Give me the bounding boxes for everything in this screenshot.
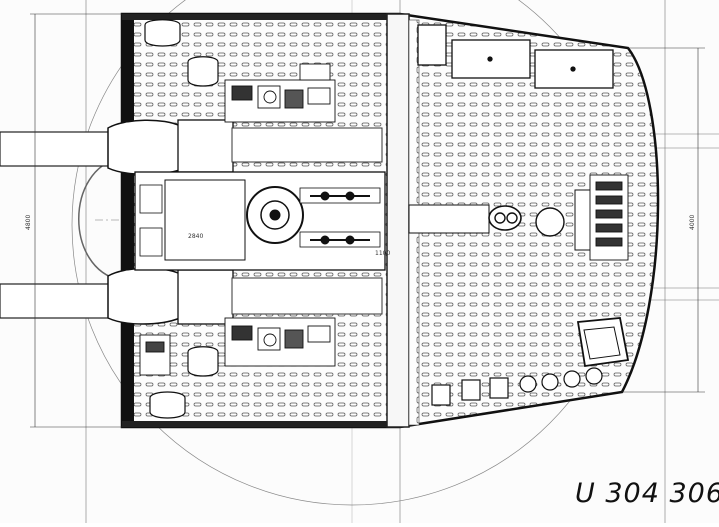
dim-label-inner: 2840 [188,233,203,240]
shell-rack [431,367,603,406]
breech-mechanism [134,171,386,271]
crew-seats [144,19,219,419]
machinery-upper [224,63,336,123]
center-bulkhead [386,13,410,428]
dim-label-left: 4800 [25,215,32,230]
top-wall [122,14,387,20]
ammunition-racks [417,24,614,89]
commander-seat [576,317,630,368]
front-wall-left [122,14,134,427]
bottom-wall [122,421,387,427]
gun-barrel-lower [0,267,383,325]
control-panel [589,174,629,261]
drawing-caption: U 304 306 [575,478,719,509]
machinery-lower [139,317,336,376]
gun-barrel-upper [0,119,383,176]
dim-label-center: 1100 [375,250,390,257]
dimension-lines [30,13,705,428]
dim-label-right: 4000 [689,215,696,230]
